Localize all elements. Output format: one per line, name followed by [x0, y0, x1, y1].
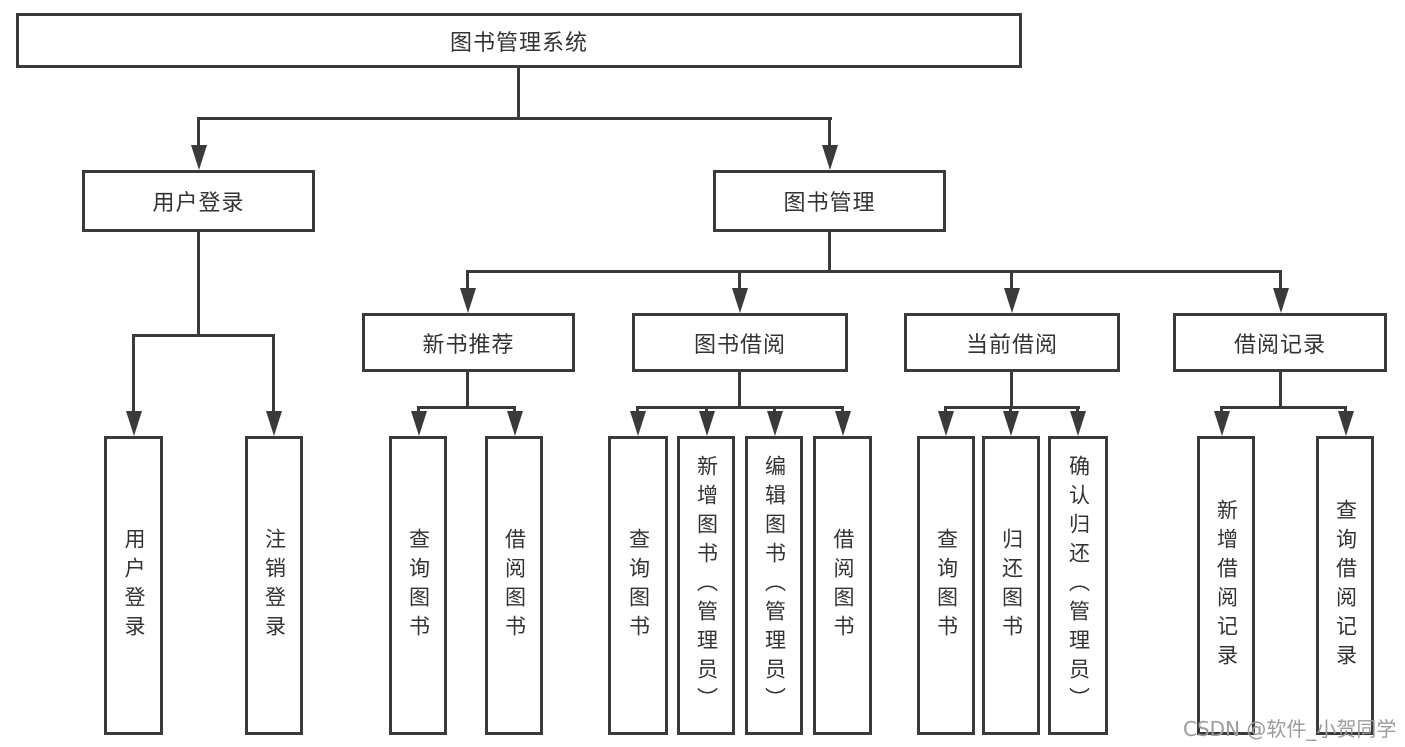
leaf-logout: 注销登录: [245, 436, 303, 735]
connector-drop: [1076, 406, 1079, 413]
leaf-current-confirm-label: 确认归还（管理员）: [1066, 455, 1091, 716]
arrow-down-icon: [699, 411, 715, 436]
arrow-down-icon: [460, 288, 476, 313]
arrow-down-icon: [1070, 411, 1086, 436]
connector-drop: [1009, 406, 1012, 413]
leaf-current-return: 归还图书: [982, 436, 1040, 735]
connector-new-book-rail: [417, 406, 516, 409]
leaf-newbook-query-label: 查询图书: [406, 527, 431, 644]
arrow-down-icon: [126, 411, 142, 436]
connector-drop: [738, 270, 741, 291]
arrow-down-icon: [938, 411, 954, 436]
connector-borrow-records-rail: [1220, 406, 1347, 409]
leaf-borrow-add-label: 新增图书（管理员）: [694, 455, 719, 716]
arrow-down-icon: [767, 411, 783, 436]
leaf-newbook-query: 查询图书: [389, 436, 447, 735]
arrow-down-icon: [191, 145, 207, 170]
leaf-borrow-borrow: 借阅图书: [813, 436, 872, 735]
leaf-borrow-query: 查询图书: [608, 436, 668, 735]
connector-drop: [1220, 406, 1223, 413]
arrow-down-icon: [822, 145, 838, 170]
leaf-borrow-borrow-label: 借阅图书: [831, 527, 855, 644]
connector-drop: [466, 270, 469, 291]
leaf-borrow-edit: 编辑图书（管理员）: [745, 436, 803, 735]
connector-level1-rail: [197, 117, 832, 120]
leaf-borrow-edit-label: 编辑图书（管理员）: [762, 455, 787, 716]
node-library-system-label: 图书管理系统: [449, 30, 588, 56]
node-book-borrow-label: 图书借阅: [693, 332, 786, 358]
connector-drop: [132, 334, 135, 413]
arrow-down-icon: [507, 411, 523, 436]
arrow-down-icon: [732, 288, 748, 313]
leaf-user-login: 用户登录: [104, 436, 163, 735]
arrow-down-icon: [1338, 411, 1354, 436]
leaf-newbook-borrow: 借阅图书: [485, 436, 543, 735]
leaf-user-login-label: 用户登录: [122, 527, 146, 644]
leaf-records-query-label: 查询借阅记录: [1333, 498, 1358, 673]
arrow-down-icon: [835, 411, 851, 436]
connector-user-login-drop: [197, 117, 200, 149]
node-book-mgmt: 图书管理: [713, 170, 946, 232]
node-current-borrow-label: 当前借阅: [965, 332, 1058, 358]
arrow-down-icon: [266, 411, 282, 436]
connector-drop: [944, 406, 947, 413]
arrow-down-icon: [1214, 411, 1230, 436]
connector-book-mgmt-rail: [466, 270, 1282, 273]
connector-drop: [705, 406, 708, 413]
node-new-book: 新书推荐: [362, 313, 575, 372]
leaf-current-return-label: 归还图书: [999, 527, 1024, 644]
connector-current-borrow-trunk: [1010, 372, 1013, 409]
node-borrow-records-label: 借阅记录: [1233, 332, 1326, 358]
node-borrow-records: 借阅记录: [1173, 313, 1387, 372]
connector-drop: [513, 406, 516, 413]
leaf-newbook-borrow-label: 借阅图书: [502, 527, 527, 644]
leaf-records-add: 新增借阅记录: [1197, 436, 1255, 735]
connector-new-book-trunk: [466, 372, 469, 409]
connector-user-login-trunk: [197, 232, 200, 337]
connector-borrow-records-trunk: [1279, 372, 1282, 409]
node-new-book-label: 新书推荐: [422, 332, 515, 358]
connector-drop: [841, 406, 844, 413]
connector-root-trunk: [517, 66, 520, 119]
node-user-login: 用户登录: [82, 170, 315, 232]
arrow-down-icon: [630, 411, 646, 436]
connector-drop: [636, 406, 639, 413]
node-current-borrow: 当前借阅: [904, 313, 1120, 372]
csdn-watermark: CSDN @软件_小贺同学: [1183, 717, 1397, 741]
arrow-down-icon: [1273, 288, 1289, 313]
connector-drop: [1344, 406, 1347, 413]
leaf-borrow-add: 新增图书（管理员）: [677, 436, 735, 735]
connector-drop: [1010, 270, 1013, 291]
leaf-current-query-label: 查询图书: [934, 527, 959, 644]
leaf-records-add-label: 新增借阅记录: [1214, 498, 1239, 673]
connector-drop: [1279, 270, 1282, 291]
connector-drop: [272, 334, 275, 413]
connector-drop: [773, 406, 776, 413]
leaf-logout-label: 注销登录: [262, 527, 287, 644]
connector-book-borrow-trunk: [738, 372, 741, 409]
arrow-down-icon: [1004, 288, 1020, 313]
connector-user-login-rail: [132, 334, 275, 337]
node-library-system: 图书管理系统: [16, 13, 1022, 68]
connector-current-borrow-rail: [944, 406, 1080, 409]
arrow-down-icon: [411, 411, 427, 436]
connector-book-borrow-rail: [636, 406, 844, 409]
leaf-current-query: 查询图书: [917, 436, 975, 735]
leaf-records-query: 查询借阅记录: [1316, 436, 1374, 735]
node-book-borrow: 图书借阅: [632, 313, 848, 372]
connector-drop: [417, 406, 420, 413]
leaf-borrow-query-label: 查询图书: [626, 527, 651, 644]
leaf-current-confirm: 确认归还（管理员）: [1048, 436, 1108, 735]
node-user-login-label: 用户登录: [152, 191, 245, 216]
connector-book-mgmt-drop: [828, 117, 831, 149]
arrow-down-icon: [1003, 411, 1019, 436]
node-book-mgmt-label: 图书管理: [783, 191, 876, 216]
connector-book-mgmt-trunk: [828, 232, 831, 273]
